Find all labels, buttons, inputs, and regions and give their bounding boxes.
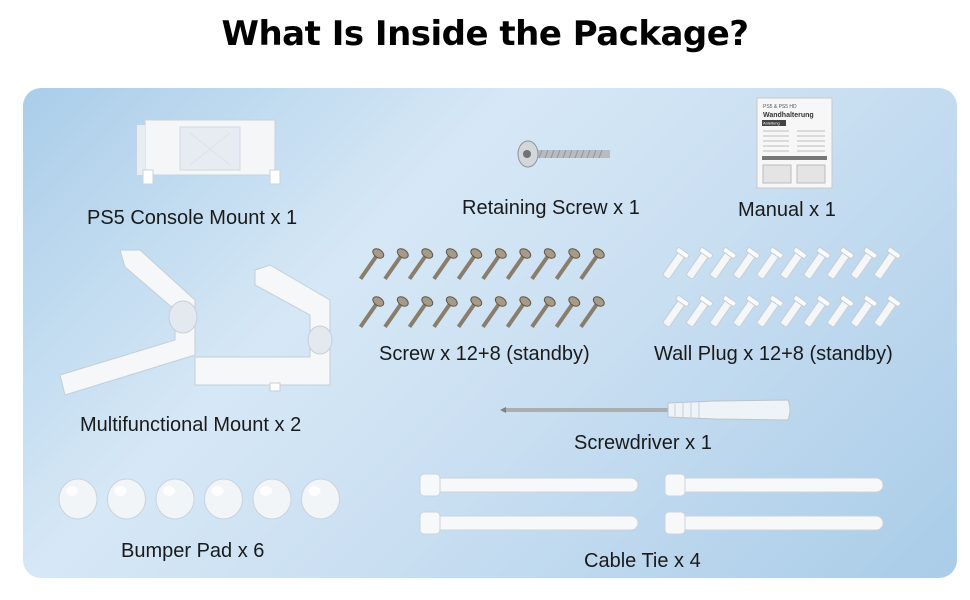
screw-icon (481, 248, 507, 280)
screw-icon (407, 248, 434, 280)
screw-label: Screw x 12+8 (standby) (379, 343, 590, 365)
screw-icon (554, 248, 581, 280)
wall-plug-icon (733, 247, 760, 280)
bumper-pad-icon (58, 478, 98, 520)
manual-image: PS5 & PS5 HD Wandhalterung Anleitung (756, 97, 833, 189)
screw-icon (383, 248, 409, 280)
wall-plug-icon (709, 247, 737, 280)
screwdriver-label: Screwdriver x 1 (574, 432, 712, 454)
multifunctional-mount-image (59, 249, 333, 396)
bumper-pad-label: Bumper Pad x 6 (121, 540, 265, 562)
page-title: What Is Inside the Package? (221, 14, 749, 54)
wall-plug-icon (827, 247, 854, 280)
bumper-pad-icon (204, 478, 243, 520)
wall-plug-icon (850, 247, 878, 280)
wall-plug-icon (709, 295, 737, 328)
wall-plug-icon (662, 247, 690, 280)
screw-icon (530, 248, 556, 280)
wall-plug-icon (780, 295, 807, 328)
wall-plugs-image (662, 247, 901, 328)
screw-icon (505, 248, 532, 280)
console-mount-label: PS5 Console Mount x 1 (87, 207, 298, 229)
screw-icon (579, 296, 605, 328)
bumper-pad-icon (252, 478, 292, 520)
manual-badge: Anleitung (763, 121, 780, 126)
bumper-pads-image (58, 478, 340, 520)
wall-plug-icon (803, 247, 831, 280)
retaining-screw-image (517, 140, 610, 168)
wall-plug-icon (686, 247, 713, 280)
console-mount-image (137, 119, 281, 185)
wall-plug-icon (874, 295, 901, 328)
wall-plug-icon (756, 247, 784, 280)
bumper-pad-icon (155, 478, 195, 520)
bumper-pad-icon (107, 478, 146, 520)
screw-icon (530, 296, 556, 328)
screw-icon (358, 248, 385, 280)
screw-icon (579, 248, 605, 280)
screw-icon (358, 296, 385, 328)
wall-plug-icon (756, 295, 784, 328)
screw-icon (481, 296, 507, 328)
screw-icon (456, 296, 483, 328)
screws-image (358, 248, 605, 328)
screw-icon (456, 248, 483, 280)
wall-plug-icon (686, 295, 713, 328)
screw-icon (432, 296, 458, 328)
manual-heading: Wandhalterung (763, 112, 814, 119)
cable-tie-label: Cable Tie x 4 (584, 550, 701, 572)
screw-icon (554, 296, 581, 328)
wall-plug-icon (780, 247, 807, 280)
cable-ties-image (419, 473, 884, 535)
wall-plug-icon (803, 295, 831, 328)
wall-plug-icon (827, 295, 854, 328)
manual-header: PS5 & PS5 HD (763, 104, 797, 110)
wall-plug-icon (850, 295, 878, 328)
screwdriver-image (500, 399, 791, 421)
retaining-screw-label: Retaining Screw x 1 (462, 197, 640, 219)
bumper-pad-icon (301, 478, 340, 520)
wall-plug-icon (874, 247, 901, 280)
wall-plug-icon (662, 295, 690, 328)
wall-plug-label: Wall Plug x 12+8 (standby) (654, 343, 893, 365)
screw-icon (432, 248, 458, 280)
screw-icon (505, 296, 532, 328)
screw-icon (383, 296, 409, 328)
manual-label: Manual x 1 (738, 199, 836, 221)
screw-icon (407, 296, 434, 328)
multifunctional-mount-label: Multifunctional Mount x 2 (80, 414, 302, 436)
wall-plug-icon (733, 295, 760, 328)
